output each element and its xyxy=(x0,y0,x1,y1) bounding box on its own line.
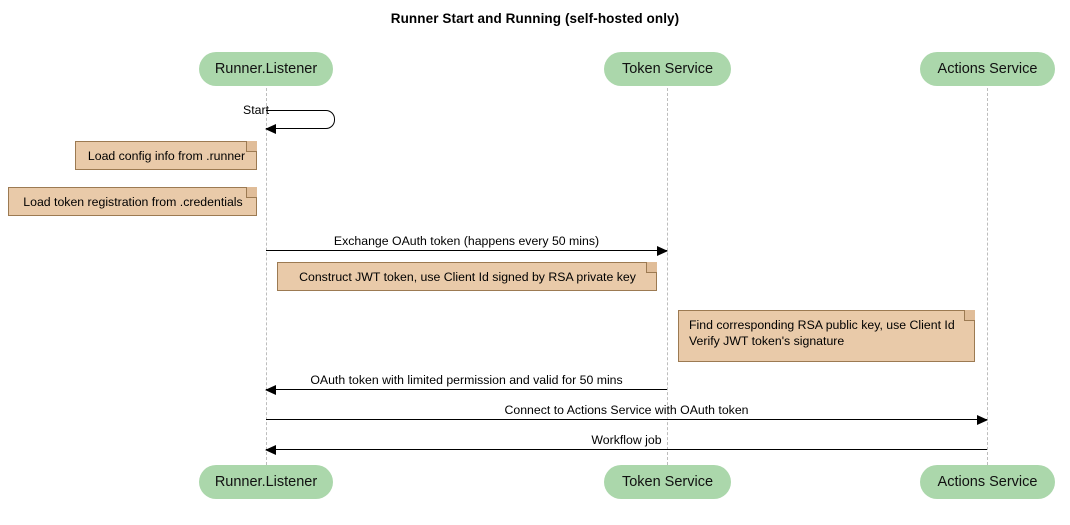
note-load-token-registration: Load token registration from .credential… xyxy=(8,187,257,216)
participant-runner-listener-top[interactable]: Runner.Listener xyxy=(199,52,333,86)
participant-runner-listener-bottom[interactable]: Runner.Listener xyxy=(199,465,333,499)
note-load-config: Load config info from .runner xyxy=(75,141,257,170)
lifeline-actions-service xyxy=(987,88,988,465)
participant-label: Runner.Listener xyxy=(214,61,318,77)
participant-actions-service-bottom[interactable]: Actions Service xyxy=(920,465,1055,499)
note-fold-corner-icon xyxy=(646,262,657,273)
participant-label: Token Service xyxy=(621,61,714,77)
diagram-title: Runner Start and Running (self-hosted on… xyxy=(390,11,680,26)
note-text-line-1: Find corresponding RSA public key, use C… xyxy=(689,318,955,332)
note-text: Load token registration from .credential… xyxy=(23,195,243,209)
arrowhead-right-icon xyxy=(657,246,668,256)
lifeline-token-service xyxy=(667,88,668,465)
participant-label: Runner.Listener xyxy=(214,474,318,490)
message-workflow-job[interactable] xyxy=(265,445,987,455)
note-text: Load config info from .runner xyxy=(87,149,246,163)
message-label-exchange-oauth-token: Exchange OAuth token (happens every 50 m… xyxy=(333,234,600,248)
participant-label: Actions Service xyxy=(937,61,1038,77)
participant-label: Actions Service xyxy=(937,474,1038,490)
message-label-start: Start xyxy=(243,103,269,117)
message-label-workflow-job: Workflow job xyxy=(591,433,662,447)
note-fold-corner-icon xyxy=(246,141,257,152)
self-loop-path xyxy=(266,110,335,129)
arrowhead-left-icon xyxy=(265,385,276,395)
message-label-oauth-token-response: OAuth token with limited permission and … xyxy=(310,373,623,387)
note-verify-jwt: Find corresponding RSA public key, use C… xyxy=(678,310,975,362)
lifeline-runner-listener xyxy=(266,88,267,465)
message-exchange-oauth-token[interactable] xyxy=(266,246,668,256)
note-fold-corner-icon xyxy=(246,187,257,198)
note-construct-jwt: Construct JWT token, use Client Id signe… xyxy=(277,262,657,291)
note-text-line-2: Verify JWT token's signature xyxy=(689,334,845,348)
message-label-connect-actions-service: Connect to Actions Service with OAuth to… xyxy=(504,403,749,417)
participant-label: Token Service xyxy=(621,474,714,490)
note-text: Construct JWT token, use Client Id signe… xyxy=(299,270,636,284)
message-start[interactable] xyxy=(265,110,336,134)
note-fold-corner-icon xyxy=(964,310,975,321)
participant-token-service-bottom[interactable]: Token Service xyxy=(604,465,731,499)
participant-token-service-top[interactable]: Token Service xyxy=(604,52,731,86)
arrowhead-right-icon xyxy=(977,415,988,425)
message-oauth-token-response[interactable] xyxy=(265,385,667,395)
arrowhead-left-icon xyxy=(265,124,276,134)
arrowhead-left-icon xyxy=(265,445,276,455)
message-connect-actions-service[interactable] xyxy=(266,415,988,425)
participant-actions-service-top[interactable]: Actions Service xyxy=(920,52,1055,86)
